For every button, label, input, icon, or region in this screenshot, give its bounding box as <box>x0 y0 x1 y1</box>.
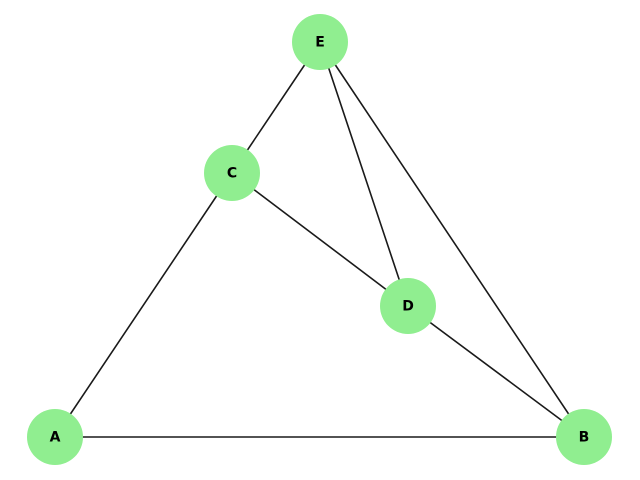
node-circle-d[interactable] <box>380 278 436 334</box>
graph-node-b[interactable]: B <box>556 409 612 465</box>
nodes-layer: A B C D E <box>27 14 612 465</box>
node-circle-b[interactable] <box>556 409 612 465</box>
node-circle-e[interactable] <box>292 14 348 70</box>
graph-node-c[interactable]: C <box>204 145 260 201</box>
graph-edge-e-d <box>319 41 409 307</box>
edges-layer <box>54 41 585 438</box>
graph-node-e[interactable]: E <box>292 14 348 70</box>
node-circle-c[interactable] <box>204 145 260 201</box>
graph-node-a[interactable]: A <box>27 409 83 465</box>
graph-edge-d-b <box>407 305 585 438</box>
node-circle-a[interactable] <box>27 409 83 465</box>
graph-node-d[interactable]: D <box>380 278 436 334</box>
graph-edge-a-c <box>54 172 233 438</box>
graph-edge-c-d <box>231 172 409 307</box>
graph-edge-e-b <box>319 41 585 438</box>
